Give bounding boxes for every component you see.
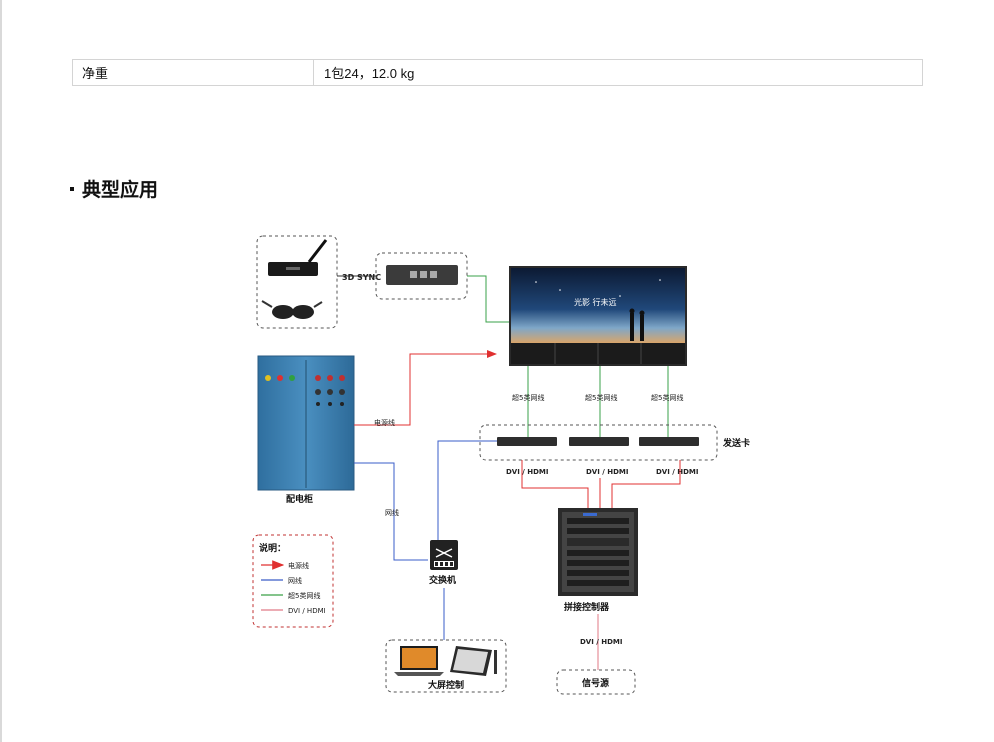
sender-card-icon <box>639 437 699 446</box>
cable-label-2: 超5类网线 <box>585 393 617 402</box>
switch-icon <box>435 548 453 558</box>
3d-glasses-group <box>256 235 338 329</box>
screen-text: 光影 行未远 <box>574 297 617 307</box>
spec-table-row: 净重 1包24，12.0 kg <box>72 59 923 86</box>
3d-sync-label: 3D SYNC <box>342 273 381 282</box>
dvi-label-1: DVI / HDMI <box>506 468 549 476</box>
controller-label: 拼接控制器 <box>564 601 610 613</box>
switch-label: 交换机 <box>429 574 456 586</box>
dvi-label-3: DVI / HDMI <box>656 468 699 476</box>
legend-label-power: 电源线 <box>288 561 309 570</box>
spec-label: 净重 <box>73 60 314 85</box>
bullet-icon <box>70 186 74 191</box>
screen-control-box <box>385 639 507 693</box>
dvi-label-2: DVI / HDMI <box>586 468 629 476</box>
power-line-label: 电源线 <box>374 418 395 427</box>
tablet-icon <box>450 646 497 676</box>
sender-cards-group <box>479 424 718 461</box>
cabinet-label: 配电柜 <box>286 493 313 505</box>
net-line-label: 网线 <box>385 508 399 517</box>
cable-label-3: 超5类网线 <box>651 393 683 402</box>
spec-value: 1包24，12.0 kg <box>324 66 415 81</box>
screen-control-label: 大屏控制 <box>428 679 464 691</box>
splicing-controller <box>558 508 638 596</box>
laptop-icon <box>394 646 444 676</box>
signal-source-box <box>556 669 636 695</box>
sender-card-icon <box>497 437 557 446</box>
section-title-text: 典型应用 <box>82 179 159 201</box>
network-switch <box>430 540 458 570</box>
3d-glasses-icon <box>261 300 323 319</box>
sender-label: 发送卡 <box>722 437 750 449</box>
legend: 说明： 电源线 网线 超5类网线 DVI / HDMI <box>252 534 334 628</box>
sender-card-icon <box>569 437 629 446</box>
controller-dvi-label: DVI / HDMI <box>580 638 623 646</box>
sync-box-group <box>375 252 468 300</box>
section-heading: 典型应用 <box>70 175 158 202</box>
page-left-rule <box>0 0 2 742</box>
legend-label-dvi: DVI / HDMI <box>288 607 326 615</box>
legend-title: 说明： <box>259 542 286 554</box>
video-wall: 光影 行未远 <box>509 266 687 366</box>
legend-label-network: 网线 <box>288 576 302 585</box>
antenna-icon <box>307 239 328 263</box>
signal-label: 信号源 <box>582 677 609 689</box>
legend-label-cat5: 超5类网线 <box>288 591 320 600</box>
distribution-cabinet <box>257 355 355 491</box>
cable-label-1: 超5类网线 <box>512 393 544 402</box>
